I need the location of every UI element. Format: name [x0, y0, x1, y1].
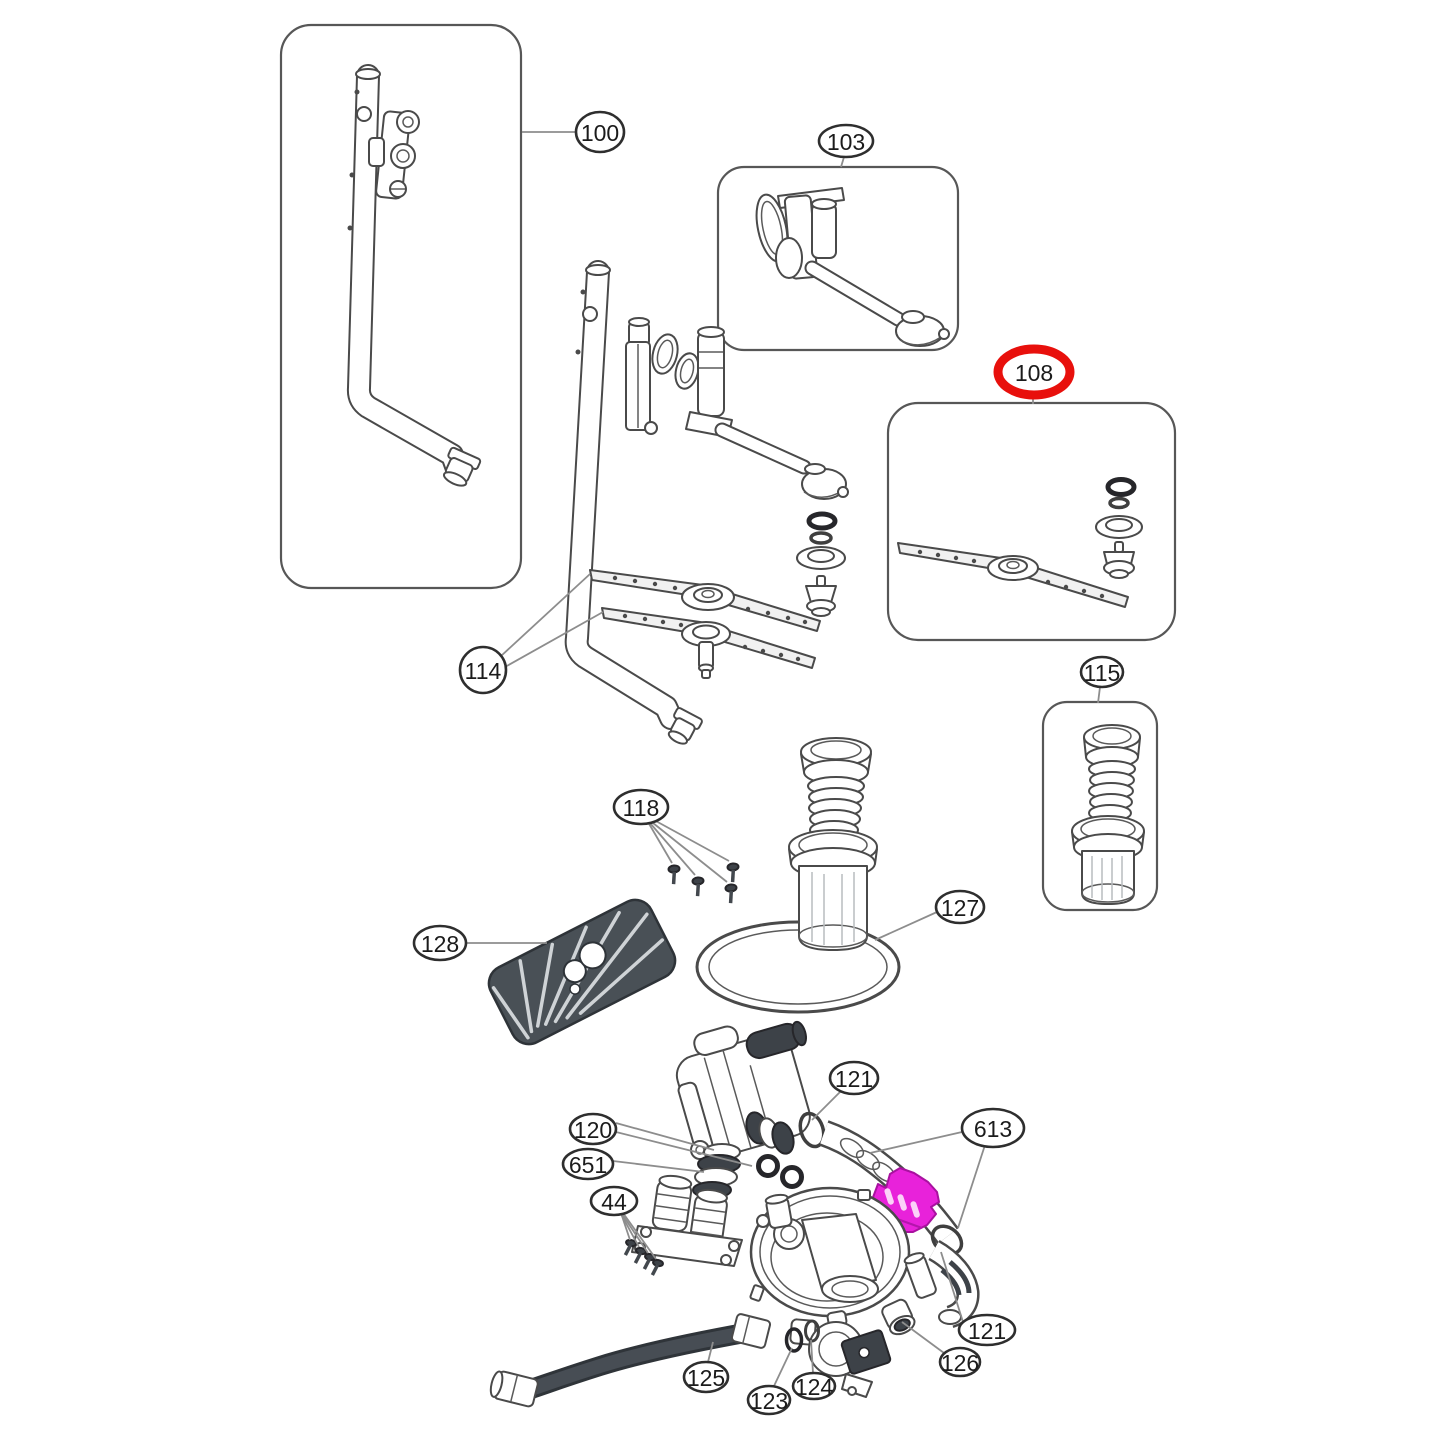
part-box-103 [716, 165, 960, 352]
callout-126[interactable]: 126 [938, 1346, 982, 1378]
part-115-filter-assembly [1041, 700, 1159, 912]
callout-44-label: 44 [601, 1189, 627, 1215]
callout-651-label: 651 [569, 1152, 607, 1178]
elbow-hose [928, 1239, 980, 1329]
part-127-filter-tower-and-gasket [695, 737, 901, 1014]
drain-pump [789, 1310, 892, 1398]
small-o-ring [780, 1165, 804, 1189]
drain-clamp-124 [804, 1319, 820, 1343]
callout-44[interactable]: 44 [589, 1185, 639, 1217]
callout-114[interactable]: 114 [458, 645, 508, 695]
part-114-lower-spray-arm [601, 607, 816, 679]
pump-sump-assembly [489, 1020, 980, 1408]
drain-o-ring-123 [784, 1327, 804, 1353]
callout-115[interactable]: 115 [1079, 655, 1125, 689]
sump-port-126 [881, 1298, 916, 1336]
callout-121b-label: 121 [968, 1318, 1006, 1344]
part-108-spray-arm-kit [886, 401, 1177, 642]
callout-127[interactable]: 127 [934, 889, 986, 925]
callout-108-highlighted[interactable]: 108 [993, 344, 1075, 400]
callout-120[interactable]: 120 [568, 1112, 618, 1146]
part-118-screws [667, 862, 740, 904]
callout-118-label: 118 [623, 795, 660, 821]
sump-basin [749, 1186, 937, 1336]
part-box-100 [279, 23, 523, 590]
part-box-108 [886, 401, 1177, 642]
callout-100[interactable]: 100 [574, 110, 626, 154]
leader-lines [466, 131, 1101, 1387]
small-o-ring [756, 1154, 780, 1178]
callout-125-label: 125 [687, 1365, 725, 1391]
callout-115-label: 115 [1084, 660, 1121, 686]
callout-613-label: 613 [974, 1116, 1012, 1142]
callout-114-label: 114 [465, 658, 502, 684]
callout-126-label: 126 [941, 1350, 979, 1376]
part-114-water-guide-spray-arms [564, 260, 849, 745]
callout-100-label: 100 [581, 120, 619, 146]
callout-103-label: 103 [827, 129, 865, 155]
callout-121a-label: 121 [835, 1066, 873, 1092]
callout-128-label: 128 [421, 931, 459, 957]
hose-clamp-121a [798, 1111, 826, 1149]
callout-123[interactable]: 123 [746, 1384, 792, 1416]
callout-118[interactable]: 118 [612, 788, 670, 826]
part-100-water-guide [279, 23, 523, 590]
callout-124[interactable]: 124 [791, 1371, 837, 1401]
callouts: 100 103 108 114 115 118 127 128 [412, 110, 1125, 1416]
callout-651[interactable]: 651 [561, 1147, 615, 1181]
part-box-115 [1041, 700, 1159, 912]
part-103-spray-arm-assembly [716, 165, 960, 352]
drain-hose-125 [489, 1313, 772, 1408]
callout-613[interactable]: 613 [960, 1107, 1026, 1149]
callout-108-label: 108 [1015, 360, 1053, 386]
part-114-upper-spray-arm [589, 569, 821, 632]
callout-124-label: 124 [795, 1374, 834, 1400]
inlet-valve-assembly [631, 1174, 743, 1267]
callout-128[interactable]: 128 [412, 924, 468, 962]
part-128-sump-cover-grate [487, 898, 677, 1046]
red-highlight-oval [993, 344, 1075, 400]
callout-123-label: 123 [750, 1388, 788, 1414]
callout-121-bottom[interactable]: 121 [957, 1313, 1017, 1347]
callout-103[interactable]: 103 [817, 123, 875, 159]
callout-127-label: 127 [941, 895, 979, 921]
callout-125[interactable]: 125 [682, 1360, 730, 1394]
callout-120-label: 120 [574, 1117, 612, 1143]
part-100-bracket [368, 110, 420, 200]
callout-121-top[interactable]: 121 [828, 1060, 880, 1096]
